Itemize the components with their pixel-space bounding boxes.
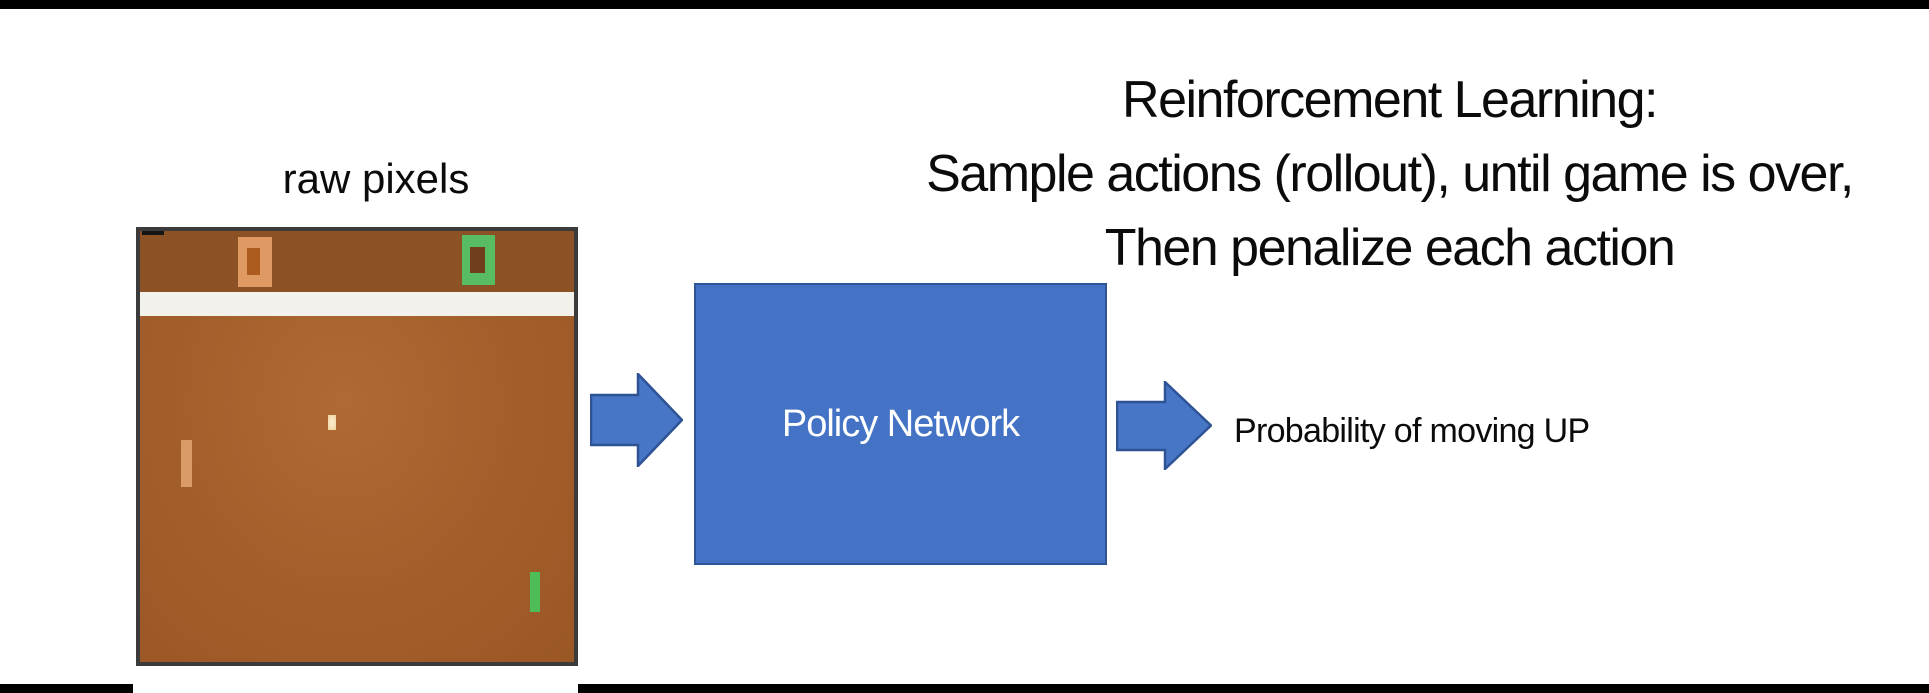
policy-network-label: Policy Network [781, 402, 1020, 445]
pong-corner-dash [142, 231, 164, 235]
left-score-digit [238, 237, 272, 287]
pong-screenshot [136, 227, 578, 666]
left-score-digit-hole [247, 248, 260, 275]
orange-paddle [181, 440, 192, 487]
policy-network-box: Policy Network [694, 283, 1107, 565]
pong-white-line [140, 292, 574, 316]
input-arrow-right-icon [589, 370, 684, 472]
top-black-bar [0, 0, 1929, 9]
output-arrow-right-icon [1115, 379, 1213, 475]
pong-ball [328, 415, 336, 430]
slide-title: Reinforcement Learning: Sample actions (… [850, 63, 1929, 285]
pong-score-band [140, 231, 574, 292]
raw-pixels-caption: raw pixels [282, 155, 470, 202]
title-line-2: Sample actions (rollout), until game is … [926, 145, 1854, 203]
bottom-black-bar-left [0, 684, 133, 693]
probability-label: Probability of moving UP [1234, 412, 1590, 450]
title-line-1: Reinforcement Learning: [1122, 71, 1658, 129]
green-paddle [530, 572, 540, 612]
bottom-black-bar-right [578, 684, 1929, 693]
right-score-digit [462, 235, 495, 285]
title-line-3: Then penalize each action [1104, 219, 1676, 277]
right-score-digit-hole [470, 247, 485, 273]
